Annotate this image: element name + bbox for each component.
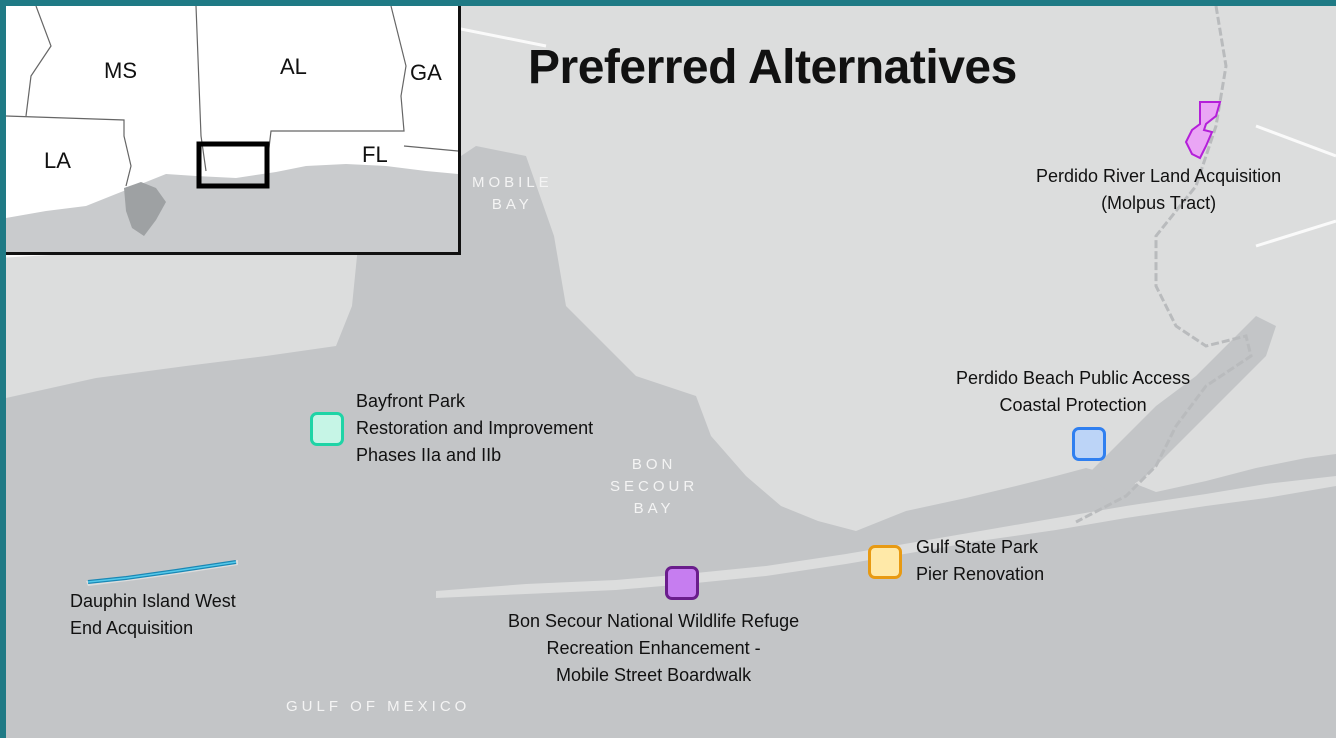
gulf-of-mexico-label: GULF OF MEXICO <box>286 698 471 715</box>
gulf-state-park-marker[interactable] <box>868 545 902 579</box>
dauphin-island-label[interactable]: Dauphin Island West End Acquisition <box>70 588 236 642</box>
site-label-line: Mobile Street Boardwalk <box>556 665 752 685</box>
inset-state-label-ms: MS <box>104 58 137 83</box>
inset-locator-map: MS AL GA LA FL <box>6 6 461 255</box>
inset-state-borders <box>6 6 458 187</box>
perdido-beach-label[interactable]: Perdido Beach Public Access Coastal Prot… <box>956 365 1190 419</box>
inset-border-al-ga <box>267 6 407 157</box>
state-line <box>1075 6 1253 524</box>
site-label-line: Recreation Enhancement - <box>546 638 761 658</box>
site-label-line: End Acquisition <box>70 618 194 638</box>
site-label-line: Coastal Protection <box>999 395 1147 415</box>
site-label-line: Pier Renovation <box>916 564 1045 584</box>
site-label-line: Gulf State Park <box>916 537 1039 557</box>
bon-secour-bay-label: BON SECOUR BAY <box>610 454 698 520</box>
gulf-state-park-label[interactable]: Gulf State Park Pier Renovation <box>916 534 1044 588</box>
map-title: Preferred Alternatives <box>528 41 1017 94</box>
site-label-line: Perdido River Land Acquisition <box>1036 166 1282 186</box>
mobile-bay-label: MOBILE BAY <box>472 172 553 216</box>
site-label-line: Phases IIa and IIb <box>356 445 502 465</box>
bon-secour-bay-label-line: BAY <box>633 500 675 517</box>
map-canvas[interactable]: Preferred Alternatives MOBILE BAY BON SE… <box>6 6 1336 738</box>
bon-secour-label[interactable]: Bon Secour National Wildlife Refuge Recr… <box>508 608 799 689</box>
perdido-river-label[interactable]: Perdido River Land Acquisition (Molpus T… <box>1036 163 1281 217</box>
inset-border-la <box>6 115 132 187</box>
fort-morgan-peninsula <box>436 476 1336 598</box>
water-body <box>6 146 1336 738</box>
perdido-bay <box>1086 316 1276 496</box>
site-label-line: (Molpus Tract) <box>1101 193 1217 213</box>
bayfront-park-label[interactable]: Bayfront Park Restoration and Improvemen… <box>356 388 593 469</box>
bon-secour-marker[interactable] <box>665 566 699 600</box>
mobile-bay-label-line: MOBILE <box>472 174 553 191</box>
inset-river <box>25 6 52 117</box>
inset-state-label-al: AL <box>280 54 307 79</box>
site-label-line: Bon Secour National Wildlife Refuge <box>508 611 800 631</box>
inset-border-ms-al <box>195 6 207 172</box>
dauphin-island-parcel-inner <box>87 561 237 583</box>
inset-border-fl <box>403 145 458 152</box>
mobile-bay-label-line: BAY <box>491 196 533 213</box>
bon-secour-bay-label-line: BON <box>631 456 677 473</box>
perdido-river-parcel <box>1184 101 1222 160</box>
perdido-beach-marker[interactable] <box>1072 427 1106 461</box>
base-map <box>6 6 1336 738</box>
inset-mississippi-delta <box>124 182 166 236</box>
bayfront-park-marker[interactable] <box>310 412 344 446</box>
inset-state-label-fl: FL <box>362 142 388 167</box>
bon-secour-bay-label-line: SECOUR <box>610 478 699 495</box>
inset-gulf-water <box>6 164 458 252</box>
site-label-line: Dauphin Island West <box>70 591 236 611</box>
inset-state-label-la: LA <box>44 148 71 173</box>
inset-map-graphic <box>6 6 458 252</box>
inset-study-area-box <box>196 141 270 189</box>
site-label-line: Bayfront Park <box>356 391 466 411</box>
site-label-line: Perdido Beach Public Access <box>956 368 1191 388</box>
site-label-line: Restoration and Improvement <box>356 418 594 438</box>
inset-state-label-ga: GA <box>410 60 442 85</box>
